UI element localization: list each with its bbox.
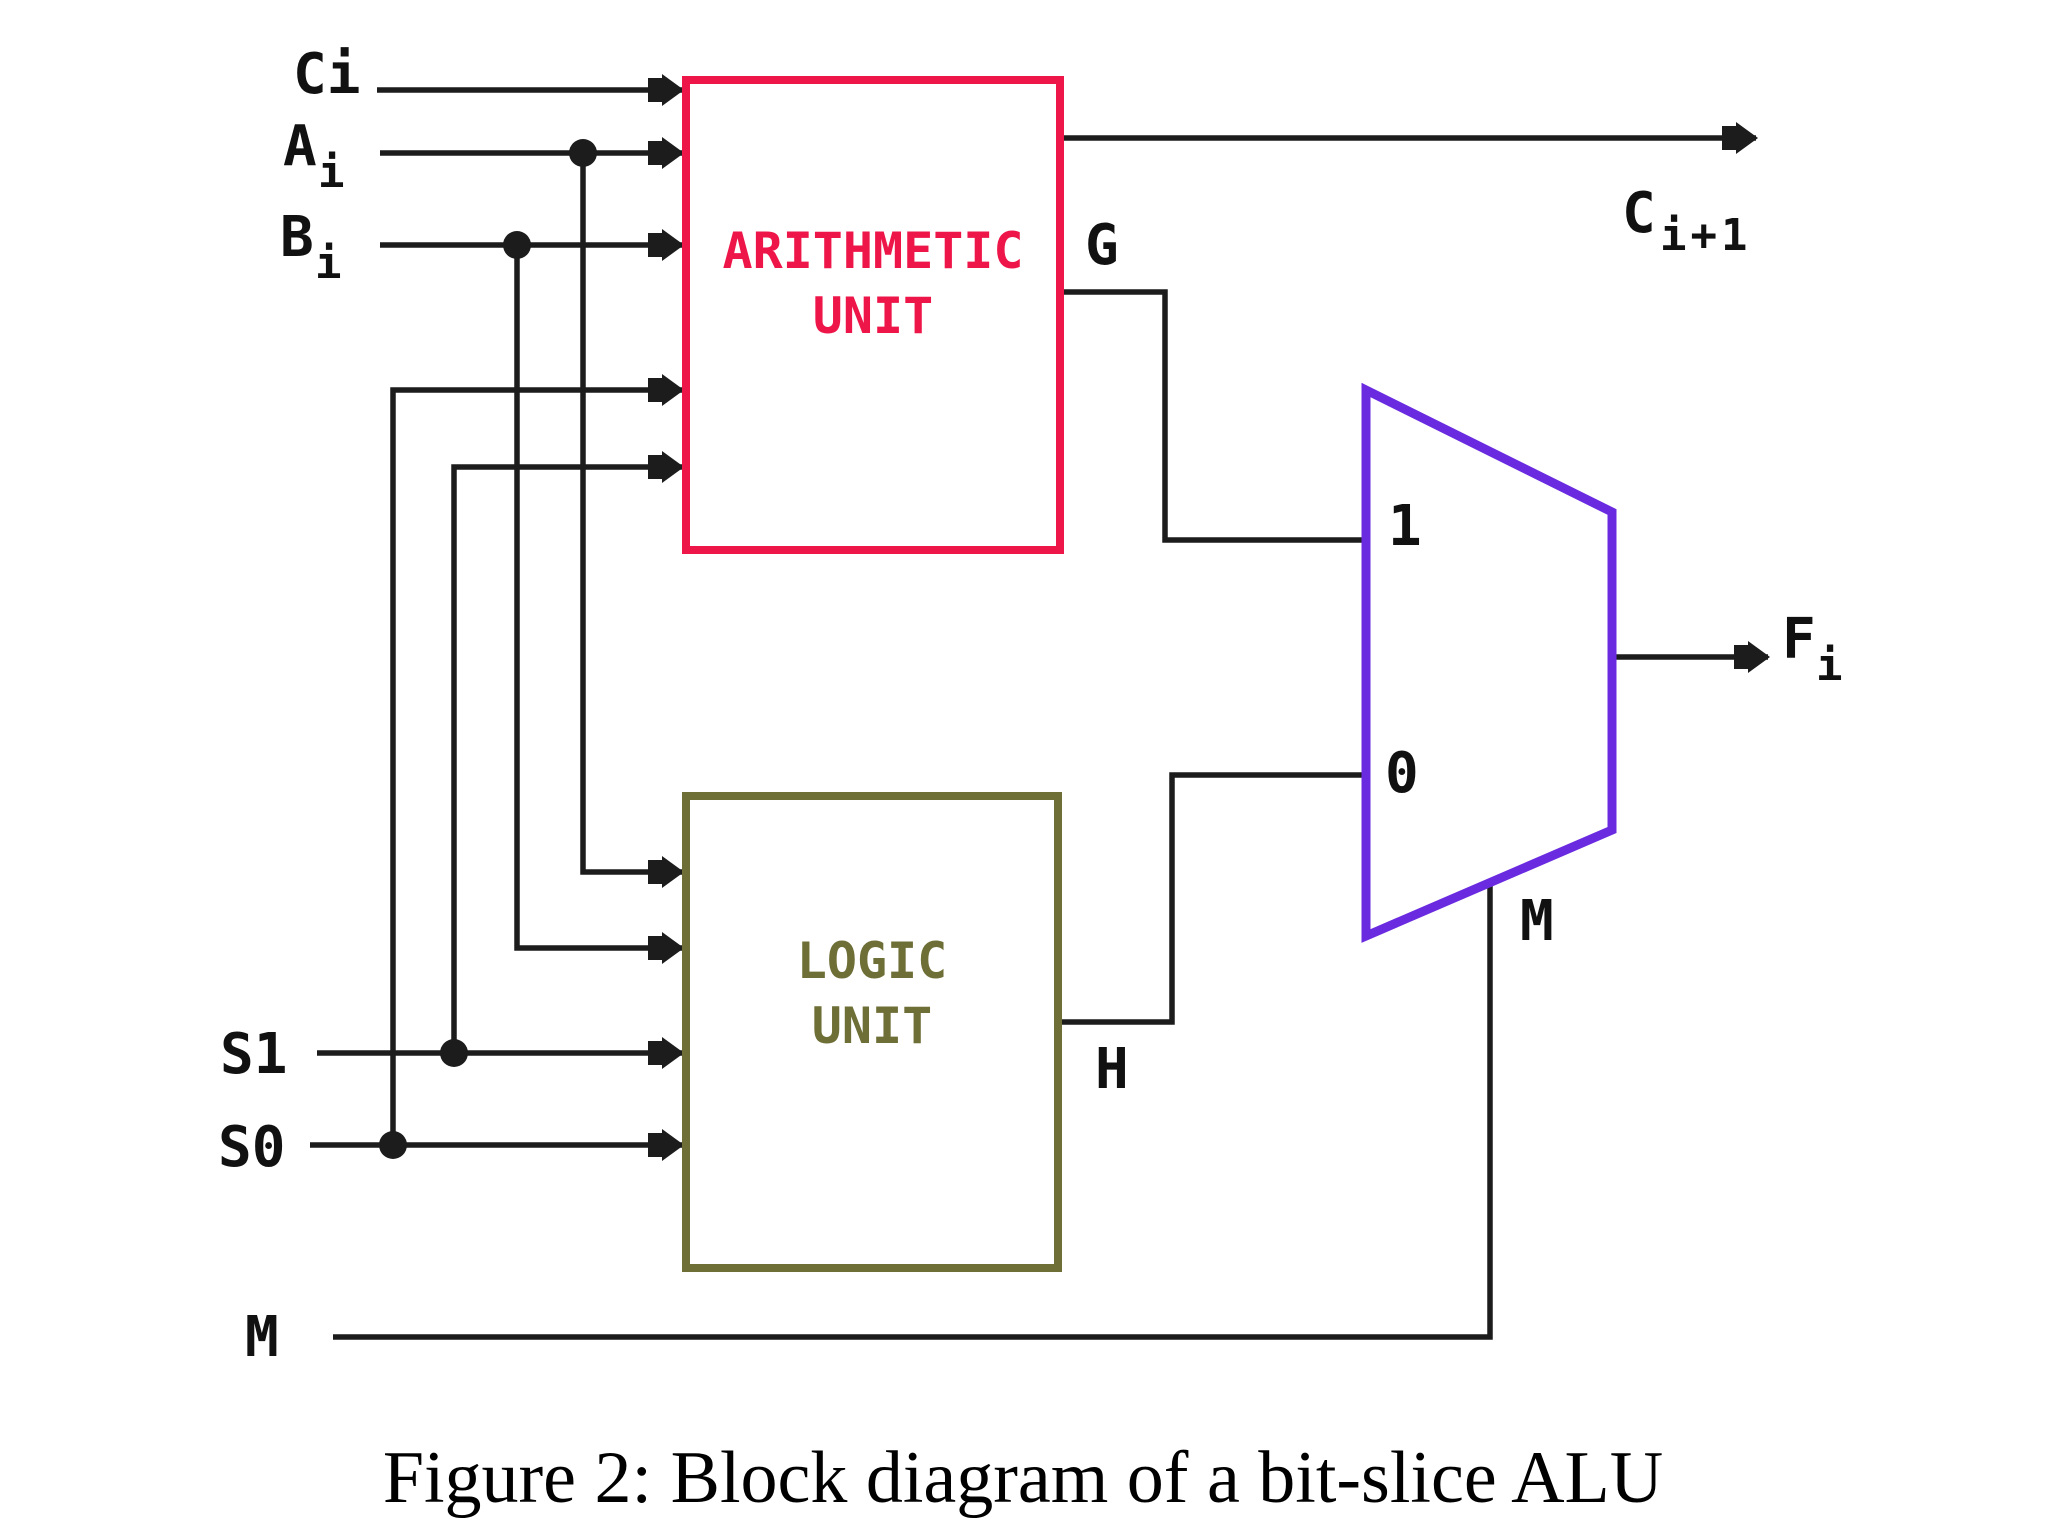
label-s0: S0 (218, 1115, 285, 1180)
arithmetic-unit-title-line2: UNIT (813, 287, 933, 345)
arithmetic-unit-title-line1: ARITHMETIC (722, 222, 1023, 280)
label-carry-out-main: C (1622, 181, 1656, 246)
label-ai-sub: i (318, 147, 345, 198)
junction-dots (379, 139, 597, 1159)
wire-bi-to-logic (514, 245, 684, 964)
wire-h-to-mux0 (1060, 772, 1362, 1025)
wire-ai-to-logic (580, 153, 684, 888)
label-mux-select: M (1520, 889, 1554, 954)
mux-shape (1361, 382, 1617, 943)
label-carry-out-sub: i+1 (1660, 210, 1751, 261)
wires (310, 74, 1770, 1340)
figure-caption: Figure 2: Block diagram of a bit-slice A… (383, 1437, 1663, 1519)
label-ci: Ci (293, 42, 360, 107)
logic-unit-title-line2: UNIT (812, 997, 932, 1055)
label-m-input: M (245, 1305, 279, 1370)
junction-s1 (440, 1039, 468, 1067)
label-ai-main: A (283, 114, 317, 179)
label-f-output-main: F (1782, 607, 1816, 672)
label-mux-input-1: 1 (1388, 494, 1422, 559)
label-f-output-sub: i (1816, 640, 1843, 691)
wire-g-to-mux1 (1062, 289, 1362, 543)
label-s1: S1 (220, 1022, 287, 1087)
wire-m-to-mux-select (333, 880, 1493, 1340)
wire-s0-to-arithmetic (390, 374, 684, 1145)
label-mux-input-0: 0 (1385, 741, 1419, 806)
logic-unit-box (682, 792, 1062, 1272)
label-g: G (1085, 213, 1119, 278)
junction-bi (503, 231, 531, 259)
arithmetic-unit-box (682, 76, 1064, 554)
junction-s0 (379, 1131, 407, 1159)
label-bi-sub: i (315, 238, 342, 289)
wire-s1-to-arithmetic (451, 451, 684, 1053)
label-h: H (1095, 1037, 1129, 1102)
junction-ai (569, 139, 597, 167)
label-bi-main: B (280, 205, 314, 270)
logic-unit-title-line1: LOGIC (797, 932, 948, 990)
